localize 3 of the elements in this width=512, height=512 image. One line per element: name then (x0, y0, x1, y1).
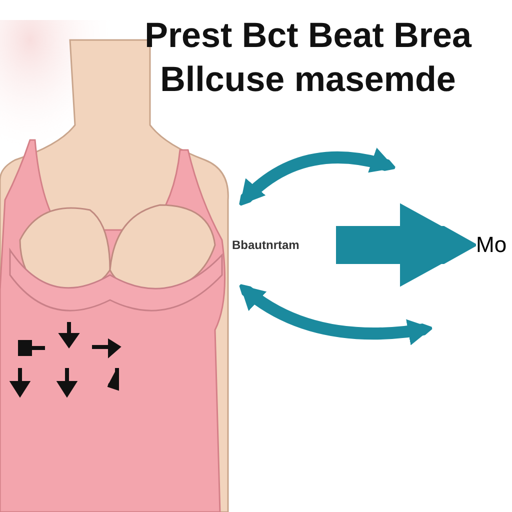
title: Prest Bct Beat Brea Bllcuse masemde (144, 15, 473, 101)
text-label: Mo (476, 232, 507, 258)
text-label: Bbautnrtam (232, 237, 300, 254)
